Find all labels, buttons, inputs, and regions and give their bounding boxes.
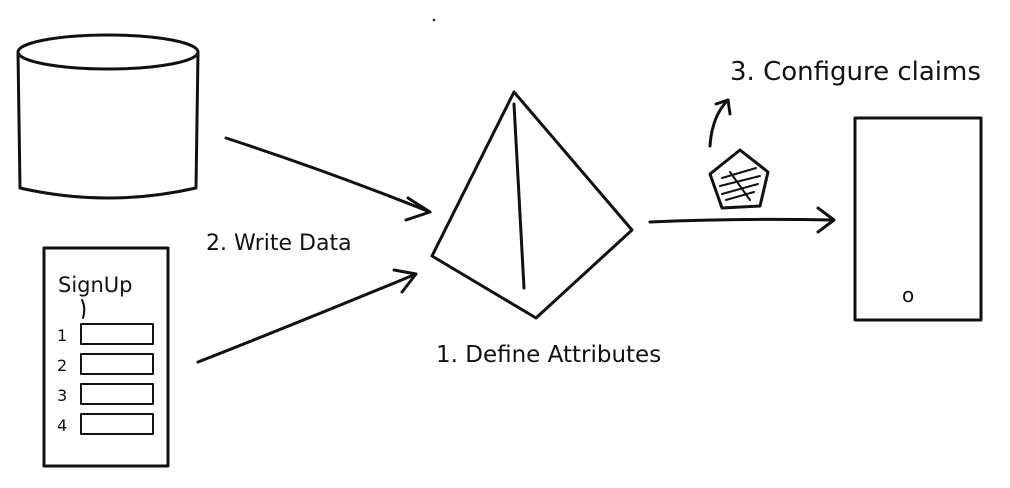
device-icon: o [853,116,983,322]
token-pentagon-icon [708,148,770,210]
signup-field-4 [80,413,154,435]
arrow-pyramid-to-device [648,206,836,234]
svg-text:2: 2 [57,356,67,375]
database-icon [16,33,200,200]
cursor-stroke [81,299,86,319]
signup-field-1 [80,323,154,345]
svg-text:3: 3 [57,386,67,405]
signup-row: 2 [57,353,154,375]
signup-form-title: SignUp [58,273,133,297]
label-write-data: 2. Write Data [206,231,352,256]
pyramid-icon [430,90,634,320]
label-define-attributes: 1. Define Attributes [436,342,661,368]
signup-field-3 [80,383,154,405]
arrow-database-to-pyramid [224,136,432,222]
signup-row: 1 [57,323,154,345]
signup-row: 3 [57,383,154,405]
curved-arrow-up-icon [708,98,732,148]
signup-row: 4 [57,413,154,435]
stray-dot [432,18,436,22]
arrow-form-to-pyramid [196,268,418,364]
svg-text:4: 4 [57,416,67,435]
signup-field-2 [80,353,154,375]
device-button: o [902,283,914,307]
svg-text:1: 1 [57,326,67,345]
label-configure-claims: 3. Configure claims [730,57,981,87]
signup-form: SignUp 1 2 3 4 [42,246,170,468]
